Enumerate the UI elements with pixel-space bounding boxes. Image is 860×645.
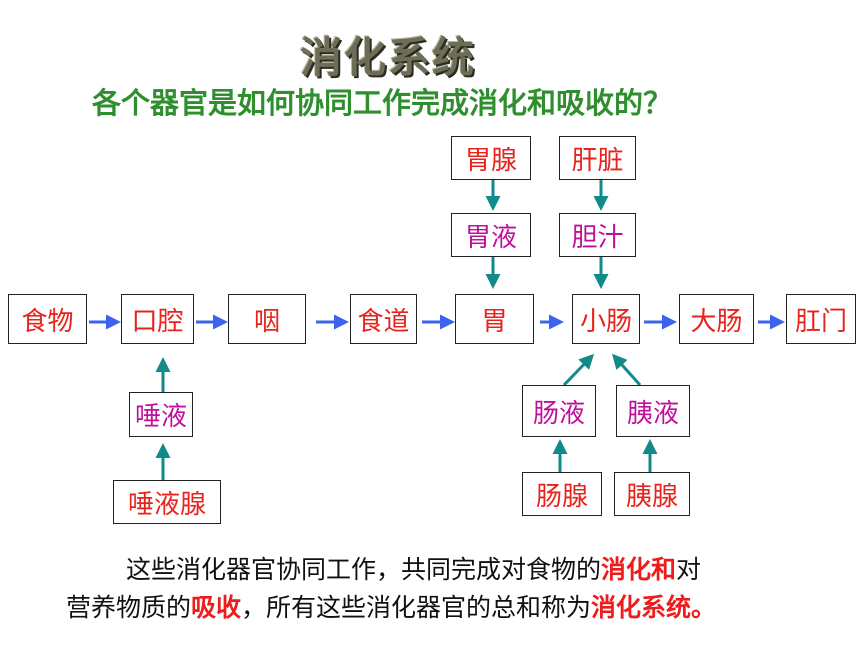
tract-stomach: 胃 bbox=[455, 294, 534, 344]
intestinal-juice-box: 肠液 bbox=[522, 385, 596, 437]
tract-esophagus: 食道 bbox=[350, 294, 417, 344]
pancreatic-juice-box: 胰液 bbox=[616, 385, 690, 437]
summary-highlight-system: 消化系统。 bbox=[591, 593, 717, 622]
page-title: 消化系统 bbox=[300, 33, 477, 82]
pancreas-box: 胰腺 bbox=[614, 472, 690, 516]
salivary-gland-box: 唾液腺 bbox=[113, 480, 221, 524]
summary-text: 对 bbox=[676, 555, 702, 584]
tract-food: 食物 bbox=[8, 294, 87, 344]
tract-large-intestine: 大肠 bbox=[679, 294, 754, 344]
stomach-gland-box: 胃腺 bbox=[451, 136, 531, 180]
bile-box: 胆汁 bbox=[559, 213, 636, 257]
secretion-arrows bbox=[155, 180, 658, 480]
tract-small-intestine: 小肠 bbox=[572, 294, 640, 344]
summary-highlight-digestion: 消化 bbox=[601, 555, 652, 584]
intestinal-gland-box: 肠腺 bbox=[522, 472, 602, 516]
intestinal-juice-arrow bbox=[562, 353, 595, 387]
summary-text: ，所有这些消化器官的总和称为 bbox=[241, 593, 592, 622]
stomach-juice-box: 胃液 bbox=[451, 213, 531, 257]
page-question: 各个器官是如何协同工作完成消化和吸收的？ bbox=[92, 86, 673, 120]
saliva-box: 唾液 bbox=[129, 392, 193, 437]
tract-mouth: 口腔 bbox=[121, 294, 194, 344]
summary-line-2: 营养物质的吸收，所有这些消化器官的总和称为消化系统。 bbox=[60, 588, 826, 624]
pancreatic-juice-arrow bbox=[611, 353, 642, 387]
liver-box: 肝脏 bbox=[559, 136, 636, 180]
tract-anus: 肛门 bbox=[786, 294, 856, 344]
summary-text: 这些消化器官协同工作，共同完成对食物的 bbox=[126, 555, 602, 584]
summary-line-1: 这些消化器官协同工作，共同完成对食物的消化和对 bbox=[60, 550, 860, 586]
summary-and: 和 bbox=[651, 555, 677, 584]
summary-highlight-absorption: 吸收 bbox=[191, 593, 242, 622]
tract-pharynx: 咽 bbox=[228, 294, 306, 344]
summary-text: 营养物质的 bbox=[66, 593, 192, 622]
